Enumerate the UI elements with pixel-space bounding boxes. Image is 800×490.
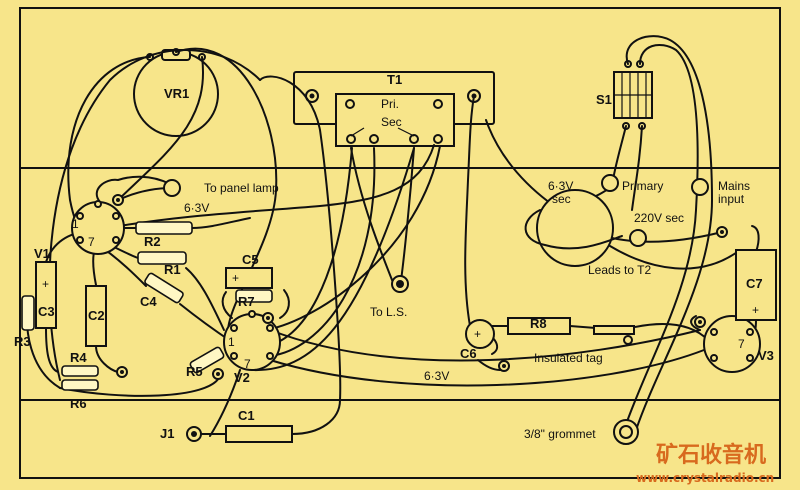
label-v2: V2 xyxy=(234,370,250,385)
label-220v-sec: 220V sec xyxy=(634,211,684,225)
label-r5: R5 xyxy=(186,364,203,379)
label-6v3-sec-line2: sec xyxy=(552,192,571,206)
label-c1: C1 xyxy=(238,408,255,423)
label-r3: R3 xyxy=(14,334,31,349)
label-to-ls: To L.S. xyxy=(370,305,407,319)
label-v2-pin1: 1 xyxy=(228,335,235,349)
components xyxy=(21,221,777,443)
label-to-panel-lamp: To panel lamp xyxy=(204,181,279,195)
label-mains-line1: Mains xyxy=(718,179,750,193)
label-j1: J1 xyxy=(160,426,174,441)
label-t1: T1 xyxy=(387,72,402,87)
label-c5: C5 xyxy=(242,252,259,267)
label-grommet: 3/8" grommet xyxy=(524,427,596,441)
label-r2: R2 xyxy=(144,234,161,249)
label-s1: S1 xyxy=(596,92,612,107)
solder-tags xyxy=(112,174,728,445)
label-c4: C4 xyxy=(140,294,157,309)
label-c7-plus: + xyxy=(752,303,759,317)
label-c3-plus: + xyxy=(42,277,49,291)
label-c5-plus: + xyxy=(232,271,239,285)
valve-v1 xyxy=(71,200,125,255)
switch-s1 xyxy=(613,60,653,130)
label-heater-6v3-mid: 6·3V xyxy=(424,369,449,383)
label-vr1: VR1 xyxy=(164,86,189,101)
label-v1: V1 xyxy=(34,246,50,261)
watermark-url: www.crystalradio.cn xyxy=(636,471,774,485)
label-heater-6v3: 6·3V xyxy=(184,201,209,215)
label-v1-pin7: 7 xyxy=(88,235,95,249)
label-6v3-sec-line1: 6·3V xyxy=(548,179,573,193)
label-sec: Sec xyxy=(381,115,402,129)
label-mains-line2: input xyxy=(718,192,745,206)
label-pri: Pri. xyxy=(381,97,399,111)
label-c2: C2 xyxy=(88,308,105,323)
label-r1: R1 xyxy=(164,262,181,277)
wiring xyxy=(25,35,760,437)
valve-v3 xyxy=(703,315,761,373)
chassis xyxy=(19,7,781,479)
label-c6-plus: + xyxy=(474,327,481,341)
label-v1-pin1: 1 xyxy=(72,217,79,231)
label-insulated-tag: Insulated tag xyxy=(534,351,603,365)
label-r4: R4 xyxy=(70,350,87,365)
label-r8: R8 xyxy=(530,316,547,331)
valve-v2 xyxy=(223,310,281,371)
label-v2-pin7: 7 xyxy=(244,357,251,371)
label-leads-to-t2: Leads to T2 xyxy=(588,263,651,277)
label-r7: R7 xyxy=(238,294,255,309)
labels: VR1 T1 Pri. Sec S1 To panel lamp 6·3V V1… xyxy=(14,72,774,441)
label-v3: V3 xyxy=(758,348,774,363)
watermark-title: 矿石收音机 xyxy=(656,442,766,468)
label-r6: R6 xyxy=(70,396,87,411)
label-c6: C6 xyxy=(460,346,477,361)
label-primary: Primary xyxy=(622,179,663,193)
label-c3: C3 xyxy=(38,304,55,319)
watermark: 矿石收音机 www.crystalradio.cn xyxy=(636,442,774,485)
label-c7: C7 xyxy=(746,276,763,291)
label-v3-pin7: 7 xyxy=(738,337,745,351)
